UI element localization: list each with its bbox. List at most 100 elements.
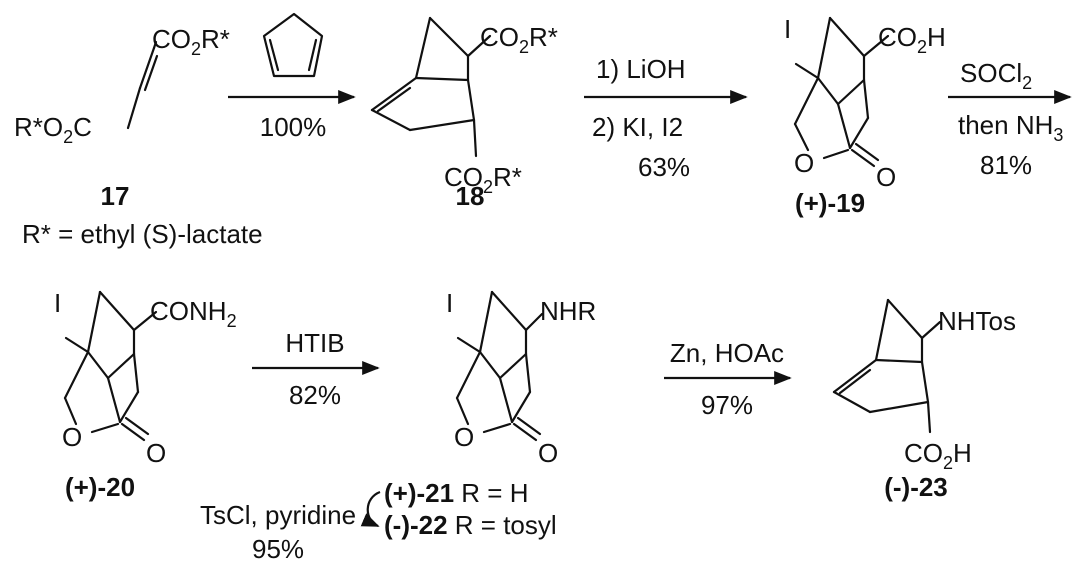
bond bbox=[848, 116, 870, 150]
bond bbox=[376, 86, 412, 113]
yield-63: 63% bbox=[638, 152, 690, 182]
bond bbox=[106, 376, 122, 424]
bond bbox=[414, 76, 470, 82]
yield-81: 81% bbox=[980, 150, 1032, 180]
bond bbox=[482, 422, 512, 434]
bond bbox=[868, 400, 930, 414]
reagent-tscl-pyridine: TsCl, pyridine bbox=[200, 500, 356, 530]
reagent-socl2: SOCl2 bbox=[960, 58, 1032, 93]
iodo-atom: I bbox=[784, 14, 791, 44]
compound-21-annotation: (+)-21 R = H bbox=[384, 478, 529, 508]
bond bbox=[862, 78, 870, 120]
reaction-arrow-3: SOCl2 then NH3 81% bbox=[948, 58, 1072, 180]
bond bbox=[370, 108, 412, 132]
bond bbox=[832, 358, 878, 394]
yield-97: 97% bbox=[701, 390, 753, 420]
bond bbox=[307, 38, 318, 72]
bond bbox=[152, 40, 158, 50]
acid-group: CO2H bbox=[878, 22, 946, 57]
carbonyl-oxygen: O bbox=[538, 438, 558, 468]
reaction-arrow-2: 1) LiOH 2) KI, I2 63% bbox=[584, 54, 748, 182]
bond bbox=[138, 46, 156, 90]
bond bbox=[510, 390, 532, 424]
bond bbox=[478, 290, 494, 354]
bond bbox=[498, 352, 528, 380]
bond bbox=[498, 376, 514, 424]
bond bbox=[408, 118, 476, 132]
bond bbox=[490, 290, 528, 332]
compound-23: NHTos CO2H (-)-23 bbox=[832, 298, 1016, 502]
ester-group-top: CO2R* bbox=[152, 24, 230, 59]
bond bbox=[512, 422, 538, 442]
bond bbox=[886, 298, 924, 340]
amine-group: NHR bbox=[540, 296, 596, 326]
bond bbox=[874, 298, 890, 362]
bond bbox=[456, 336, 482, 354]
bond bbox=[828, 16, 866, 58]
bond bbox=[262, 12, 324, 78]
compound-19-label: (+)-19 bbox=[795, 188, 865, 218]
compound-21-label: (+)-21 bbox=[384, 478, 454, 508]
step-ki-i2: 2) KI, I2 bbox=[592, 112, 683, 142]
bond bbox=[132, 310, 158, 332]
bond bbox=[793, 76, 820, 126]
bond bbox=[524, 312, 544, 332]
compound-19: I CO2H O O (+)-19 bbox=[784, 14, 946, 218]
bond bbox=[478, 350, 502, 380]
compound-17-label: 17 bbox=[101, 181, 130, 211]
yield-82: 82% bbox=[289, 380, 341, 410]
bond bbox=[428, 16, 470, 58]
compound-23-label: (-)-23 bbox=[884, 472, 948, 502]
bond bbox=[98, 290, 136, 332]
carbonyl-oxygen: O bbox=[146, 438, 166, 468]
bond bbox=[838, 368, 872, 395]
step-lioh: 1) LiOH bbox=[596, 54, 686, 84]
bond bbox=[816, 16, 832, 80]
compound-20: I CONH2 O O (+)-20 bbox=[54, 288, 237, 502]
bond bbox=[90, 422, 120, 434]
bond bbox=[118, 390, 140, 424]
ring-oxygen: O bbox=[794, 148, 814, 178]
bond bbox=[132, 352, 140, 394]
ester-group-top: CO2R* bbox=[480, 22, 558, 57]
bond bbox=[414, 16, 432, 80]
reaction-arrow-1: 100% bbox=[228, 89, 356, 142]
bond bbox=[124, 416, 150, 436]
bond bbox=[143, 54, 159, 92]
iodo-atom: I bbox=[54, 288, 61, 318]
bond bbox=[836, 102, 852, 150]
bond bbox=[86, 290, 102, 354]
bond bbox=[920, 320, 942, 340]
ring-oxygen: O bbox=[454, 422, 474, 452]
bond bbox=[874, 358, 924, 364]
ring-oxygen: O bbox=[62, 422, 82, 452]
compound-21: I NHR O O bbox=[446, 288, 596, 468]
compound-18-label: 18 bbox=[456, 181, 485, 211]
compound-22-r-definition: R = tosyl bbox=[448, 510, 557, 540]
bond bbox=[516, 416, 542, 436]
reagent-htib: HTIB bbox=[285, 328, 344, 358]
curved-arrow bbox=[360, 490, 381, 528]
bond bbox=[794, 62, 820, 80]
bond bbox=[862, 34, 890, 58]
reaction-arrow-5: Zn, HOAc 97% bbox=[664, 338, 792, 420]
cyclopentadiene-structure bbox=[262, 12, 324, 78]
bond bbox=[822, 148, 850, 160]
bond bbox=[106, 352, 136, 380]
bond bbox=[63, 396, 78, 426]
bond bbox=[854, 142, 880, 162]
compound-22-label: (-)-22 bbox=[384, 510, 448, 540]
bond bbox=[524, 352, 532, 394]
yield-100: 100% bbox=[260, 112, 327, 142]
yield-95: 95% bbox=[252, 534, 304, 563]
iodo-atom: I bbox=[446, 288, 453, 318]
tosylation-step: TsCl, pyridine 95% (+)-21 R = H (-)-22 R… bbox=[200, 478, 557, 563]
bond bbox=[466, 34, 492, 58]
acid-group: CO2H bbox=[904, 438, 972, 473]
bond bbox=[926, 400, 932, 434]
bond bbox=[816, 76, 840, 106]
bond bbox=[268, 38, 280, 72]
compound-20-label: (+)-20 bbox=[65, 472, 135, 502]
tosylamide-group: NHTos bbox=[938, 306, 1016, 336]
